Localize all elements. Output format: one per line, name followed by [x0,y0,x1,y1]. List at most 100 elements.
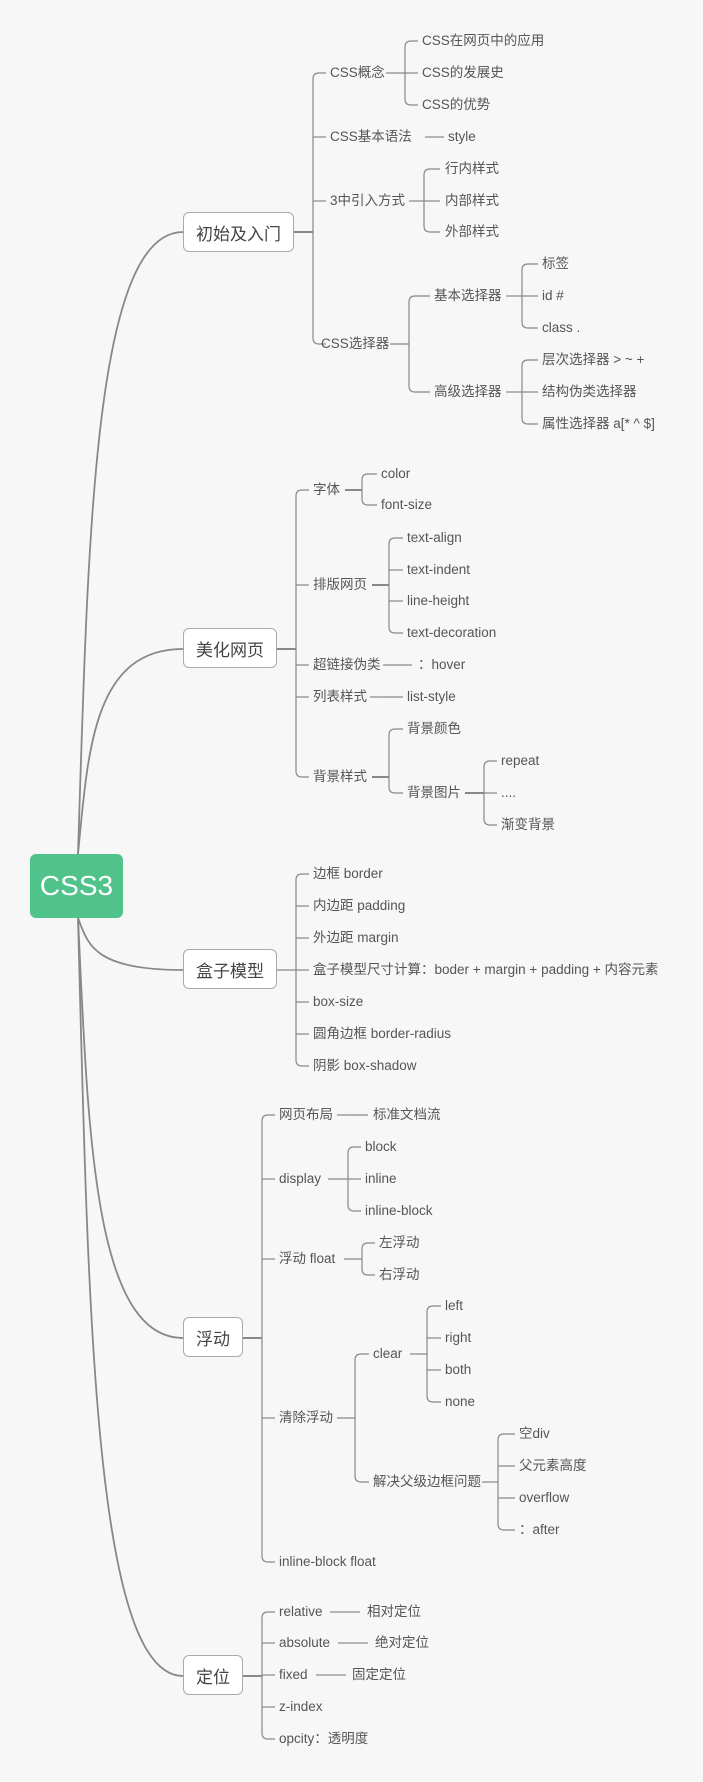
topic-leaf[interactable]: style [448,129,476,144]
topic-css-selectors[interactable]: CSS选择器 [321,336,390,351]
connector [388,585,403,634]
topic-leaf[interactable]: 属性选择器 a[* ^ $] [542,416,655,431]
topic-leaf[interactable]: 边框 border [313,866,383,881]
topic-import-methods[interactable]: 3中引入方式 [330,193,406,208]
topic-leaf[interactable]: line-height [407,593,470,608]
topic-css-syntax[interactable]: CSS基本语法 [330,129,412,144]
topic-leaf[interactable]: 内部样式 [445,193,499,208]
connector [497,1433,515,1482]
connector [347,1146,361,1179]
connector [497,1482,515,1531]
topic-leaf[interactable]: 外边距 margin [313,930,399,945]
connector [77,648,184,855]
topic-leaf[interactable]: CSS的优势 [422,97,491,112]
connector [312,72,326,232]
topic-leaf[interactable]: 圆角边框 border-radius [313,1026,452,1041]
topic-leaf[interactable]: CSS在网页中的应用 [422,33,545,48]
connector [295,970,309,1067]
connector [521,359,538,392]
connector [261,1338,275,1563]
topic-leaf[interactable]: repeat [501,753,540,768]
topic-leaf[interactable]: font-size [381,497,433,512]
topic-leaf[interactable]: 标准文档流 [373,1107,441,1122]
topic-leaf[interactable]: text-align [407,530,462,545]
topic-leaf[interactable]: 阴影 box-shadow [313,1058,417,1073]
branch-node-position[interactable]: 定位 [183,1655,243,1695]
topic-clear-float[interactable]: 清除浮动 [279,1410,333,1425]
topic-leaf[interactable]: 渐变背景 [501,817,555,832]
connector [312,232,326,345]
topic-leaf[interactable]: right [445,1330,472,1345]
topic-leaf[interactable]: 父元素高度 [519,1458,587,1473]
topic-layout[interactable]: 排版网页 [313,577,367,592]
topic-leaf[interactable]: 行内样式 [445,161,499,176]
topic-leaf[interactable]: inline [365,1171,397,1186]
topic-leaf[interactable]: overflow [519,1490,570,1505]
topic-list-style[interactable]: 列表样式 [313,689,367,704]
topic-opacity[interactable]: opcity：透明度 [279,1731,369,1746]
topic-leaf[interactable]: 左浮动 [379,1235,420,1250]
topic-inline-block-float[interactable]: inline-block float [279,1554,376,1569]
topic-leaf[interactable]: 外部样式 [445,224,499,239]
topic-clear[interactable]: clear [373,1346,403,1361]
connector [426,1354,441,1403]
topic-leaf[interactable]: 绝对定位 [375,1635,429,1650]
topic-leaf[interactable]: both [445,1362,472,1377]
topic-advanced-selectors[interactable]: 高级选择器 [434,384,502,399]
connector [361,490,377,506]
topic-leaf[interactable]: inline-block [365,1203,433,1218]
topic-leaf[interactable]: none [445,1394,476,1409]
connector [521,296,538,329]
topic-leaf[interactable]: 相对定位 [367,1604,421,1619]
topic-leaf[interactable]: ：after [519,1522,560,1537]
topic-leaf[interactable]: 空div [519,1426,550,1441]
branch-node-intro[interactable]: 初始及入门 [183,212,294,252]
topic-leaf[interactable]: text-decoration [407,625,497,640]
connector [521,392,538,425]
topic-leaf[interactable]: 标签 [542,256,569,271]
topic-leaf[interactable]: ：hover [418,657,466,672]
connector [408,295,430,344]
branch-node-beautify[interactable]: 美化网页 [183,628,277,668]
topic-relative[interactable]: relative [279,1604,323,1619]
connector [388,537,403,585]
topic-page-layout[interactable]: 网页布局 [279,1107,333,1122]
topic-font[interactable]: 字体 [313,482,340,497]
topic-leaf[interactable]: 固定定位 [352,1667,406,1682]
topic-leaf[interactable]: block [365,1139,397,1154]
topic-leaf[interactable]: CSS的发展史 [422,65,504,80]
branch-node-box-model[interactable]: 盒子模型 [183,949,277,989]
topic-absolute[interactable]: absolute [279,1635,331,1650]
topic-leaf[interactable]: .... [501,785,517,800]
connector [77,231,184,855]
topic-leaf[interactable]: 结构伪类选择器 [542,384,637,399]
topic-leaf[interactable]: id # [542,288,564,303]
topic-leaf[interactable]: box-size [313,994,364,1009]
topic-fixed[interactable]: fixed [279,1667,308,1682]
topic-leaf[interactable]: 右浮动 [379,1267,420,1282]
topic-leaf[interactable]: 内边距 padding [313,898,406,913]
topic-z-index[interactable]: z-index [279,1699,323,1714]
topic-basic-selectors[interactable]: 基本选择器 [434,288,502,303]
topic-bg-image[interactable]: 背景图片 [407,785,461,800]
topic-leaf[interactable]: text-indent [407,562,471,577]
topic-leaf[interactable]: color [381,466,411,481]
topic-leaf[interactable]: 层次选择器 > ~ + [542,352,645,367]
topic-display[interactable]: display [279,1171,322,1186]
connector [361,473,377,490]
topic-background[interactable]: 背景样式 [313,769,367,784]
topic-link-pseudo[interactable]: 超链接伪类 [313,657,381,672]
topic-css-concept[interactable]: CSS概念 [330,65,385,80]
topic-leaf[interactable]: 盒子模型尺寸计算：boder + margin + padding + 内容元素 [313,962,659,977]
root-node[interactable]: CSS3 [30,854,123,918]
connector [347,1179,361,1212]
connector [295,649,309,778]
connector [77,917,184,1677]
topic-leaf[interactable]: class . [542,320,581,335]
topic-float[interactable]: 浮动 float [279,1251,336,1266]
topic-leaf[interactable]: 背景颜色 [407,721,461,736]
topic-parent-border[interactable]: 解决父级边框问题 [373,1474,481,1489]
branch-node-float[interactable]: 浮动 [183,1317,243,1357]
topic-leaf[interactable]: list-style [407,689,456,704]
topic-leaf[interactable]: left [445,1298,464,1313]
